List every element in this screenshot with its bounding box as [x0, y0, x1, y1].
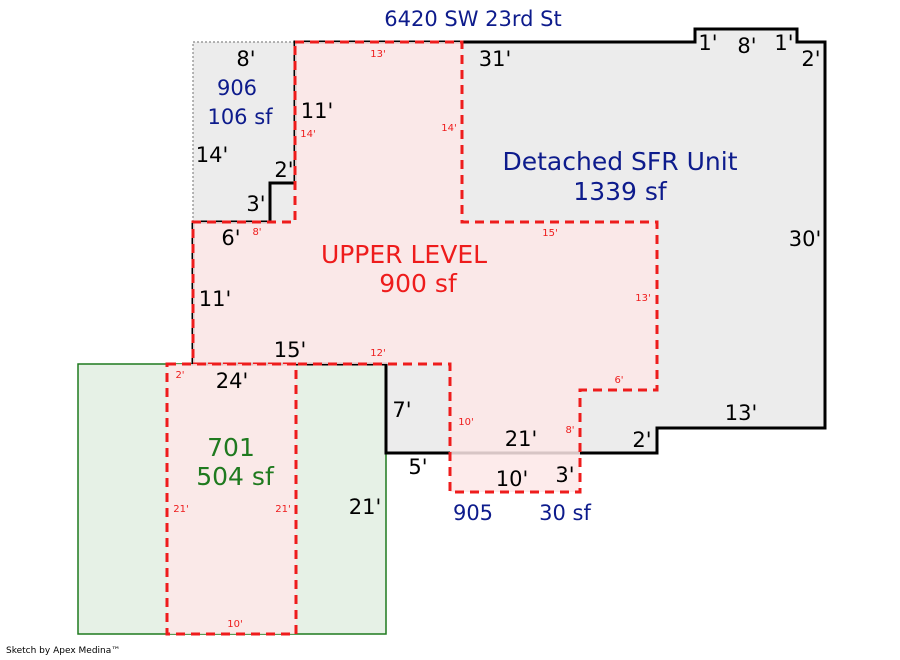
- upper-area-name: UPPER LEVEL: [321, 240, 487, 269]
- main-area-name: Detached SFR Unit: [503, 147, 738, 176]
- dim-label: 15': [274, 338, 307, 362]
- upper-level-outline: [191, 40, 659, 494]
- upper-dim-label: 2': [175, 370, 184, 381]
- upper-dim-label: 21': [275, 504, 290, 515]
- address-label: 6420 SW 23rd St: [384, 7, 561, 31]
- dim-label: 3': [246, 192, 265, 216]
- area-906-size: 106 sf: [207, 105, 273, 129]
- dim-label: 2': [632, 428, 651, 452]
- sketch-credit: Sketch by Apex Medina™: [6, 646, 121, 656]
- upper-dim-label: 14': [441, 123, 456, 134]
- upper-dim-label: 13': [635, 293, 650, 304]
- upper-dim-label: 15': [542, 228, 557, 239]
- upper-dim-label: 8': [565, 425, 574, 436]
- dim-label: 24': [216, 369, 249, 393]
- dim-label: 2': [801, 47, 820, 71]
- dim-label: 2': [274, 158, 293, 182]
- area-905-size: 30 sf: [539, 501, 591, 525]
- upper-dim-label: 21': [173, 504, 188, 515]
- upper-dim-label: 6': [614, 375, 623, 386]
- upper-dim-label: 10': [458, 417, 473, 428]
- upper-dim-label: 13': [370, 49, 385, 60]
- dim-label: 13': [725, 401, 758, 425]
- dim-label: 8': [236, 47, 255, 71]
- dim-label: 1': [774, 31, 793, 55]
- dim-label: 7': [392, 398, 411, 422]
- dim-label: 31': [479, 47, 512, 71]
- dim-label: 1': [698, 31, 717, 55]
- upper-level-701-outline: [165, 362, 298, 636]
- dim-label: 11': [301, 99, 334, 123]
- main-area-size: 1339 sf: [573, 177, 668, 206]
- upper-dim-label: 8': [252, 227, 261, 238]
- dim-label: 6': [221, 226, 240, 250]
- dim-label: 8': [737, 34, 756, 58]
- area-701-size: 504 sf: [196, 462, 275, 491]
- dim-label: 14': [196, 143, 229, 167]
- area-905-code: 905: [453, 501, 493, 525]
- area-906-code: 906: [217, 76, 257, 100]
- dim-label: 11': [199, 287, 232, 311]
- area-701-code: 701: [207, 433, 255, 462]
- upper-dim-label: 12': [370, 348, 385, 359]
- dim-label: 21': [505, 427, 538, 451]
- upper-dim-label: 10': [227, 619, 242, 630]
- dim-label: 30': [789, 227, 822, 251]
- dim-label: 3': [555, 463, 574, 487]
- upper-area-size: 900 sf: [379, 269, 458, 298]
- dim-label: 10': [496, 467, 529, 491]
- dim-label: 5': [408, 455, 427, 479]
- dim-label: 21': [349, 495, 382, 519]
- upper-dim-label: 14': [300, 129, 315, 140]
